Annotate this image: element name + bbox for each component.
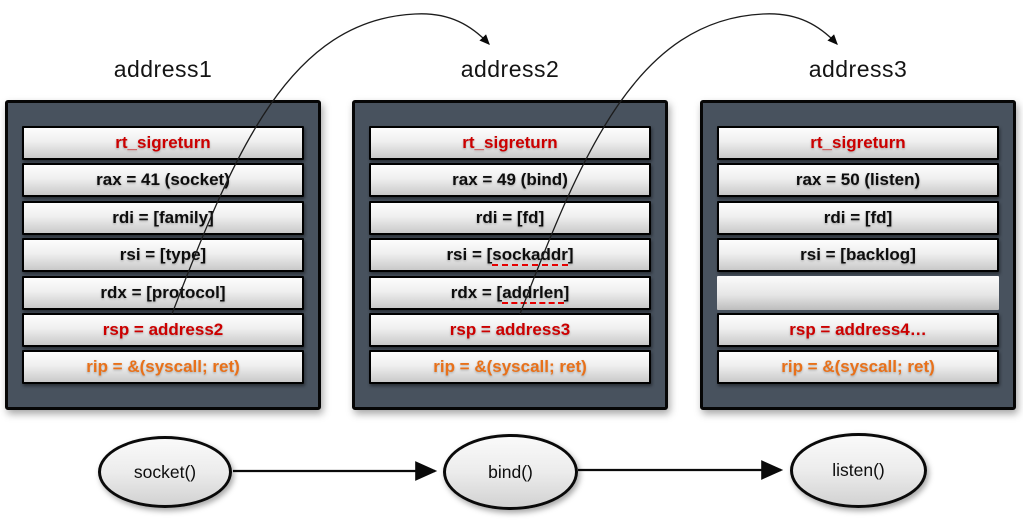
- stack-title-address3: address3: [808, 56, 908, 82]
- sigreturn-frame-address1: address1 rt_sigreturn rax = 41 (socket) …: [5, 54, 321, 410]
- spellcheck-underline: addrlen: [502, 282, 564, 304]
- row-rdi: rdi = [family]: [22, 200, 304, 235]
- row-rsi: rsi = [type]: [22, 238, 304, 273]
- flow-node-label: socket(): [133, 461, 197, 482]
- spellcheck-underline: sockaddr: [492, 245, 568, 267]
- row-rsi: rsi = [backlog]: [717, 238, 999, 273]
- row-rdi: rdi = [fd]: [717, 200, 999, 235]
- row-rsp: rsp = address3: [369, 312, 651, 347]
- row-rax: rax = 49 (bind): [369, 163, 651, 198]
- row-rdi: rdi = [fd]: [369, 200, 651, 235]
- row-rdx: rdx = [protocol]: [22, 275, 304, 310]
- stack-frame: rt_sigreturn rax = 50 (listen) rdi = [fd…: [700, 100, 1016, 410]
- stack-frame: rt_sigreturn rax = 49 (bind) rdi = [fd] …: [352, 100, 668, 410]
- stack-title-address1: address1: [113, 56, 213, 82]
- stack-frame: rt_sigreturn rax = 41 (socket) rdi = [fa…: [5, 100, 321, 410]
- flow-node-socket: socket(): [98, 436, 232, 508]
- row-rt-sigreturn: rt_sigreturn: [717, 126, 999, 160]
- flow-node-listen: listen(): [790, 433, 927, 508]
- sigreturn-frame-address2: address2 rt_sigreturn rax = 49 (bind) rd…: [352, 54, 668, 410]
- row-rip: rip = &(syscall; ret): [369, 350, 651, 385]
- sigreturn-frame-address3: address3 rt_sigreturn rax = 50 (listen) …: [700, 54, 1016, 410]
- row-rax: rax = 50 (listen): [717, 163, 999, 198]
- flow-node-bind: bind(): [443, 434, 578, 510]
- row-rsp: rsp = address4…: [717, 312, 999, 347]
- row-rip: rip = &(syscall; ret): [717, 350, 999, 385]
- row-rt-sigreturn: rt_sigreturn: [369, 126, 651, 160]
- row-empty: [717, 275, 999, 310]
- row-rt-sigreturn: rt_sigreturn: [22, 126, 304, 160]
- row-rax: rax = 41 (socket): [22, 163, 304, 198]
- row-rsp: rsp = address2: [22, 312, 304, 347]
- row-rip: rip = &(syscall; ret): [22, 350, 304, 385]
- flow-node-label: bind(): [488, 461, 533, 482]
- stack-title-address2: address2: [460, 56, 560, 82]
- row-rdx: rdx = [addrlen]: [369, 275, 651, 310]
- row-rsi: rsi = [sockaddr]: [369, 238, 651, 273]
- flow-node-label: listen(): [832, 460, 885, 480]
